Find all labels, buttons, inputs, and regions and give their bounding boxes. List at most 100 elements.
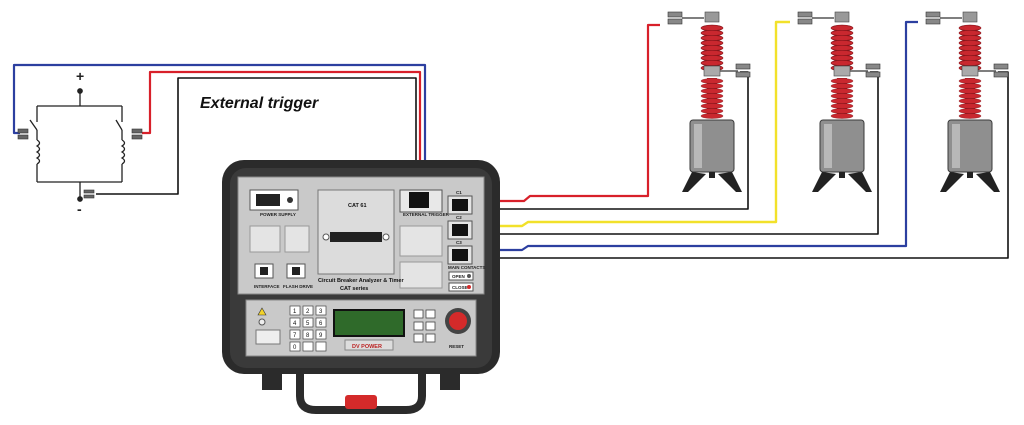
keypad-key[interactable] [315, 329, 327, 340]
insulator-icon [700, 93, 724, 99]
keypad-key[interactable] [289, 317, 301, 328]
keypad-key-label: 7 [293, 333, 297, 339]
keypad-key[interactable] [315, 317, 327, 328]
insulator-icon [830, 78, 854, 84]
insulator-icon [700, 83, 724, 89]
battery-plus-icon: + [76, 68, 84, 84]
breaker-poles [667, 11, 1009, 192]
nav-keys [413, 309, 436, 343]
keypad-key[interactable] [315, 341, 327, 352]
flash-drive-label: FLASH DRIVE [283, 284, 313, 289]
crocodile-clip-icon [735, 63, 751, 70]
coil-icon [120, 139, 126, 165]
insulator-icon [700, 108, 724, 114]
insulator-icon [830, 83, 854, 89]
model-display: CAT 61 [348, 203, 367, 209]
keypad-key[interactable] [302, 317, 314, 328]
crocodile-clip-icon [865, 71, 881, 78]
device-title-line1: Circuit Breaker Analyzer & Timer [318, 278, 404, 284]
interface-label: INTERFACE [254, 284, 280, 289]
crocodile-clip-icon [667, 11, 683, 18]
wire-red-phase1 [475, 23, 660, 203]
breaker-pole [667, 11, 751, 192]
device-title-line2: CAT series [340, 286, 368, 292]
wire-yellow-phase2 [475, 20, 790, 228]
insulator-icon [830, 113, 854, 119]
keypad-key[interactable] [289, 341, 301, 352]
c2-label: C2 [456, 215, 462, 220]
open-label: OPEN [452, 274, 465, 279]
lcd-display [333, 309, 405, 337]
crocodile-clip-icon [925, 18, 941, 25]
battery-minus-icon: - [77, 201, 82, 217]
keypad-key-label: 4 [293, 321, 297, 327]
insulator-icon [830, 98, 854, 104]
channel-ports: C1 C2 C3 MAIN CONTACTS OPEN CLOSE [447, 190, 485, 292]
coil-circuit: + - [17, 68, 143, 217]
insulator-icon [700, 113, 724, 119]
insulator-icon [958, 88, 982, 94]
keypad-key[interactable] [302, 305, 314, 316]
device-handle[interactable] [296, 374, 426, 414]
insulator-icon [958, 93, 982, 99]
keypad-key-label: 3 [319, 309, 323, 315]
breaker-pole [925, 11, 1009, 192]
wire-black-trigger [96, 77, 417, 195]
nav-key[interactable] [425, 333, 436, 343]
insulator-icon [700, 103, 724, 109]
insulator-icon [830, 93, 854, 99]
brand-text: DV POWER [352, 344, 382, 350]
insulator-icon [958, 108, 982, 114]
keypad-key[interactable] [302, 329, 314, 340]
main-contacts-label: MAIN CONTACTS [448, 265, 485, 270]
close-button[interactable] [448, 282, 474, 292]
keypad-key[interactable] [315, 305, 327, 316]
insulator-icon [958, 103, 982, 109]
insulator-icon [830, 108, 854, 114]
warning-icon [257, 307, 267, 316]
keypad-key-label: 2 [306, 309, 310, 315]
power-supply-label: POWER SUPPLY [260, 212, 296, 217]
nav-key[interactable] [413, 333, 424, 343]
wire-blue-phase3 [475, 20, 918, 252]
coil-icon [35, 139, 41, 165]
wire-black-phase3 [475, 71, 1009, 259]
keypad-key[interactable] [289, 329, 301, 340]
wire-red-trigger [142, 70, 422, 193]
insulator-icon [958, 83, 982, 89]
keypad-key-label: 0 [293, 345, 297, 351]
keypad-key-label: 8 [306, 333, 310, 339]
analyzer-device: POWER SUPPLY CAT 61 EXTERNAL TRIGGER INT… [222, 160, 500, 414]
crocodile-clip-icon [797, 11, 813, 18]
insulator-icon [700, 98, 724, 104]
open-button[interactable] [448, 271, 474, 281]
nav-key[interactable] [413, 309, 424, 319]
crocodile-clip-icon [17, 128, 143, 199]
keypad-key[interactable] [289, 305, 301, 316]
insulator-icon [958, 113, 982, 119]
wire-blue-trigger [12, 63, 427, 193]
reset-label: RESET [449, 344, 464, 349]
insulator-icon [700, 88, 724, 94]
crocodile-clip-icon [667, 18, 683, 25]
crocodile-clip-icon [993, 71, 1009, 78]
keypad-key[interactable] [302, 341, 314, 352]
insulator-icon [830, 88, 854, 94]
c1-label: C1 [456, 190, 462, 195]
crocodile-clip-icon [925, 11, 941, 18]
external-trigger-port-label: EXTERNAL TRIGGER [403, 212, 450, 217]
nav-key[interactable] [425, 309, 436, 319]
switch-icon [29, 119, 38, 131]
insulator-icon [958, 78, 982, 84]
keypad-key-label: 5 [306, 321, 310, 327]
crocodile-clip-icon [735, 71, 751, 78]
insulator-icon [700, 78, 724, 84]
keypad-key-label: 6 [319, 321, 323, 327]
breaker-pole [797, 11, 881, 192]
insulator-icon [830, 103, 854, 109]
nav-key[interactable] [425, 321, 436, 331]
nav-key[interactable] [413, 321, 424, 331]
